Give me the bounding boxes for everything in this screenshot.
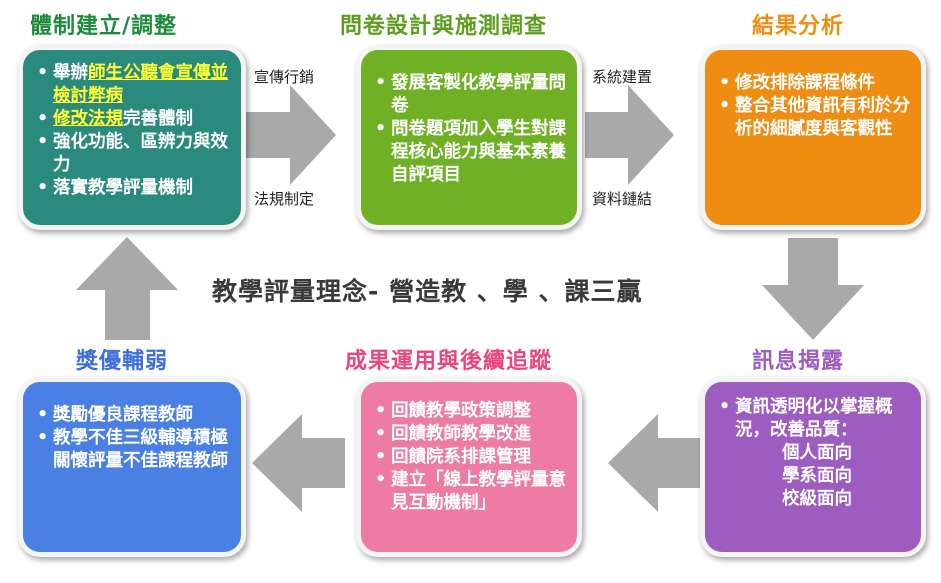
stage-title-5: 成果運用與後續追蹤 (345, 349, 553, 374)
stage1-item-1: 舉辦師生公聽會宣傳並檢討弊病 (37, 62, 231, 108)
stage-card-6: 獎勵優良課程教師 教學不佳三級輔導積極關懷評量不佳課程教師 (18, 377, 246, 557)
stage4-sub-2: 學系面向 (782, 466, 852, 486)
stage1-item-2: 修改法規完善體制 (37, 108, 231, 131)
edge-label-promotion: 宣傳行銷 (254, 68, 315, 86)
arrow-right-1 (245, 85, 336, 185)
stage2-item-1: 發展客製化教學評量問卷 (375, 72, 567, 118)
stage5-item-3: 回饋院系排課管理 (375, 446, 567, 469)
stage-title-3: 結果分析 (752, 14, 845, 39)
center-slogan: 教學評量理念- 營造教 、學 、課三贏 (212, 277, 643, 306)
stage5-item-2: 回饋教師教學改進 (375, 423, 567, 446)
edge-label-system: 系統建置 (592, 68, 653, 86)
arrow-right-2 (585, 85, 674, 185)
stage5-item-4: 建立「線上教學評量意見互動機制」 (375, 469, 567, 515)
stage1-item-3: 強化功能、區辨力與效力 (37, 131, 231, 177)
stage4-sub-1: 個人面向 (782, 443, 852, 463)
stage-title-2: 問卷設計與施測調查 (340, 14, 548, 39)
stage-title-6: 獎優輔弱 (76, 349, 169, 374)
edge-label-regulation: 法規制定 (254, 190, 315, 208)
stage3-item-1: 修改排除課程條件 (719, 72, 911, 95)
stage5-item-1: 回饋教學政策調整 (375, 400, 567, 423)
arrow-down-1 (762, 238, 864, 340)
stage2-item-2: 問卷題項加入學生對課程核心能力與基本素養自評項目 (375, 118, 567, 187)
edge-label-data-link: 資料鏈結 (592, 190, 653, 208)
arrow-left-1 (608, 414, 700, 512)
arrow-left-2 (252, 414, 345, 512)
stage-title-1: 體制建立/調整 (30, 14, 178, 39)
stage-card-5: 回饋教學政策調整 回饋教師教學改進 回饋院系排課管理 建立「線上教學評量意見互動… (356, 377, 582, 557)
stage1-item-4: 落實教學評量機制 (37, 177, 231, 200)
stage-title-4: 訊息揭露 (752, 349, 845, 374)
stage6-item-2: 教學不佳三級輔導積極關懷評量不佳課程教師 (37, 427, 231, 473)
stage-card-3: 修改排除課程條件 整合其他資訊有利於分析的細膩度與客觀性 (700, 45, 926, 230)
arrow-up-1 (76, 237, 178, 340)
stage4-item-1: 資訊透明化以掌握概況，改善品質： (719, 396, 915, 442)
stage6-item-1: 獎勵優良課程教師 (37, 404, 231, 427)
stage-card-4: 資訊透明化以掌握概況，改善品質： 個人面向 學系面向 校級面向 (700, 377, 926, 557)
stage4-sub-3: 校級面向 (782, 489, 852, 509)
stage-card-2: 發展客製化教學評量問卷 問卷題項加入學生對課程核心能力與基本素養自評項目 (356, 45, 582, 230)
stage3-item-2: 整合其他資訊有利於分析的細膩度與客觀性 (719, 95, 911, 141)
stage-card-1: 舉辦師生公聽會宣傳並檢討弊病 修改法規完善體制 強化功能、區辨力與效力 落實教學… (18, 45, 246, 230)
